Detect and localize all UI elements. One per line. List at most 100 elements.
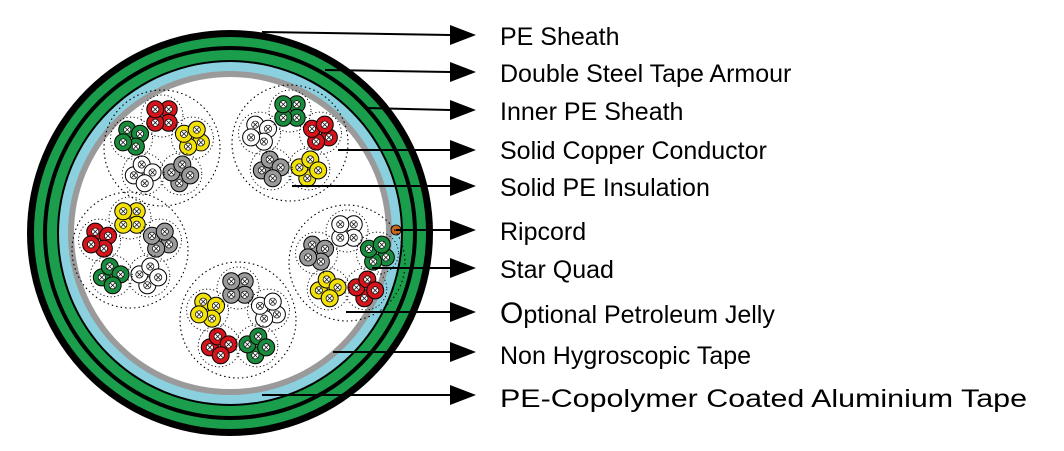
conductor-mark (255, 334, 261, 339)
conductor-mark (280, 115, 286, 121)
conductor-mark (215, 334, 221, 339)
quad-boundary (110, 116, 154, 160)
star-quad (159, 152, 203, 196)
quad-boundary (108, 196, 152, 240)
conductor-mark (207, 344, 213, 350)
star-quad (186, 288, 230, 332)
conductor-mark (179, 162, 185, 167)
conductor-mark (194, 127, 200, 133)
conductor-mark (318, 259, 324, 265)
star-quad (298, 111, 342, 155)
conductor-mark (134, 222, 140, 228)
conductor-mark (309, 242, 315, 248)
leader-solid-copper-conductor (338, 140, 476, 160)
arrowhead (450, 100, 476, 120)
conductor-mark (364, 277, 370, 282)
label-inner-pe-sheath: Inner PE Sheath (500, 98, 683, 126)
conductor-mark (270, 299, 276, 305)
conductor-mark (228, 278, 234, 284)
label-pe-copolymer-coated-aluminium-tape: PE-Copolymer Coated Aluminium Tape (500, 385, 1027, 413)
star-quad (235, 324, 279, 368)
conductor-mark (265, 126, 271, 132)
star-quad (238, 111, 282, 155)
star-quad-groups (71, 84, 406, 379)
star-quad-group (179, 261, 297, 379)
conductor-mark (99, 274, 105, 280)
quad-boundary (295, 231, 339, 275)
conductor-mark (218, 352, 224, 358)
conductor-mark (304, 175, 310, 181)
star-quad (170, 116, 214, 160)
conductor-mark (335, 284, 341, 290)
conductor-mark (124, 127, 130, 133)
quad-boundary (121, 152, 165, 196)
leader-lines (261, 25, 476, 405)
leader-inner-pe-sheath (367, 100, 476, 120)
star-quad (108, 196, 152, 240)
star-quad (344, 267, 388, 311)
leader-ripcord (396, 220, 476, 240)
star-quad (306, 267, 350, 311)
conductor-mark (137, 131, 143, 137)
conductor-mark (351, 221, 357, 227)
conductor-mark (242, 278, 248, 284)
conductor-mark (150, 169, 156, 175)
conductor-mark (155, 274, 161, 280)
conductor-mark (181, 131, 187, 137)
conductor-mark (294, 101, 300, 107)
arrowhead (450, 302, 476, 322)
star-quad (110, 116, 154, 160)
group-boundary (103, 89, 221, 207)
conductor-mark (166, 120, 172, 126)
conductor-mark (261, 316, 267, 322)
labels: PE Sheath Double Steel Tape Armour Inner… (500, 23, 1027, 413)
arrowhead (450, 62, 476, 82)
quad-boundary (355, 231, 399, 275)
conductor-mark (187, 172, 193, 178)
conductor-mark (166, 241, 172, 247)
label-optional-petroleum-jelly: Optional Petroleum Jelly (500, 297, 775, 330)
quad-boundary (186, 288, 230, 332)
star-quad (295, 231, 339, 275)
label-solid-pe-insulation: Solid PE Insulation (500, 174, 710, 202)
conductor-mark (370, 259, 376, 265)
leader-double-steel-tape-armour (324, 62, 476, 82)
conductor-mark (361, 295, 367, 301)
conductor-mark (280, 101, 286, 107)
conductor-mark (176, 180, 182, 186)
star-quad (140, 94, 184, 138)
arrowhead (450, 25, 476, 45)
conductor-mark (278, 164, 284, 170)
conductor-mark (101, 246, 107, 252)
conductor-mark (185, 144, 191, 150)
conductor-mark (131, 172, 137, 178)
conductor-mark (198, 139, 204, 145)
conductor-mark (322, 246, 328, 252)
arrowhead (450, 258, 476, 278)
star-quad (89, 254, 133, 298)
conductor-mark (252, 122, 258, 128)
conductor-mark (353, 284, 359, 290)
conductor-mark (261, 139, 267, 145)
conductor-mark (248, 134, 254, 140)
star-quad-group (71, 191, 189, 309)
conductor-mark (257, 303, 263, 309)
star-quad (325, 209, 369, 253)
group-boundary (179, 261, 297, 379)
conductor-mark (120, 139, 126, 145)
group-boundary (231, 84, 349, 202)
conductor-mark (139, 162, 145, 167)
conductor-mark (327, 295, 333, 301)
leader-non-hygroscopic-tape (333, 342, 476, 362)
arrowhead (450, 140, 476, 160)
conductor-mark (351, 235, 357, 241)
conductor-mark (263, 344, 269, 350)
conductor-mark (200, 299, 206, 305)
conductor-mark (383, 254, 389, 260)
quad-boundary (216, 266, 260, 310)
quad-boundary (238, 111, 282, 155)
conductor-mark (162, 229, 168, 235)
conductor-mark (105, 233, 111, 239)
conductor-mark (120, 222, 126, 228)
leader-pe-copolymer-coated-aluminium-tape (262, 385, 476, 405)
